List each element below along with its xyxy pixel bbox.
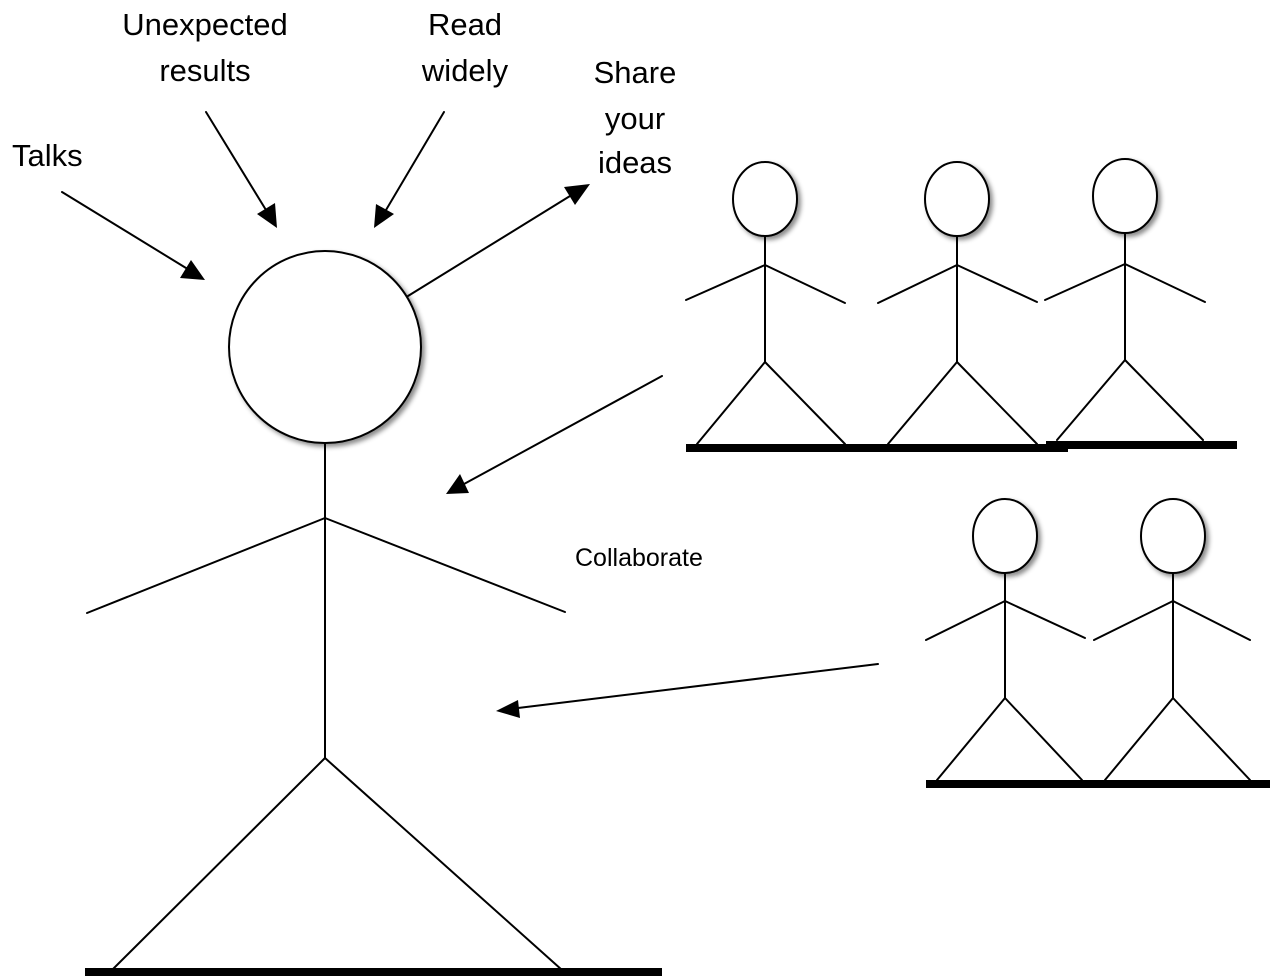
label-share-your-ideas-line1: Share <box>594 55 677 90</box>
label-unexpected-results-line1: Unexpected <box>122 7 287 42</box>
arrow-unexpected-results <box>205 111 277 228</box>
collaborator-figure-2 <box>877 161 1068 452</box>
label-talks: Talks <box>12 138 83 173</box>
collaborator-group-three <box>685 158 1237 452</box>
arrow-collaborate-group-two <box>496 663 879 718</box>
label-read-widely-line2: widely <box>421 53 509 88</box>
arrow-collaborate-group-three <box>446 375 663 494</box>
collaborator-figure-5 <box>1093 498 1270 788</box>
collaborator-group-two <box>925 498 1270 788</box>
arrow-share-your-ideas <box>407 184 590 297</box>
label-unexpected-results-line2: results <box>159 53 250 88</box>
main-stick-figure <box>85 250 662 976</box>
arrow-read-widely <box>374 111 445 228</box>
main-figure-head <box>228 250 422 444</box>
label-share-your-ideas-line2: your <box>605 101 665 136</box>
arrow-talks <box>61 191 205 280</box>
label-read-widely-line1: Read <box>428 7 502 42</box>
collaborator-figure-3 <box>1044 158 1237 449</box>
label-share-your-ideas-line3: ideas <box>598 145 672 180</box>
collaborator-figure-4 <box>925 498 1116 788</box>
collaborator-figure-1 <box>685 161 878 452</box>
label-collaborate: Collaborate <box>575 544 703 572</box>
